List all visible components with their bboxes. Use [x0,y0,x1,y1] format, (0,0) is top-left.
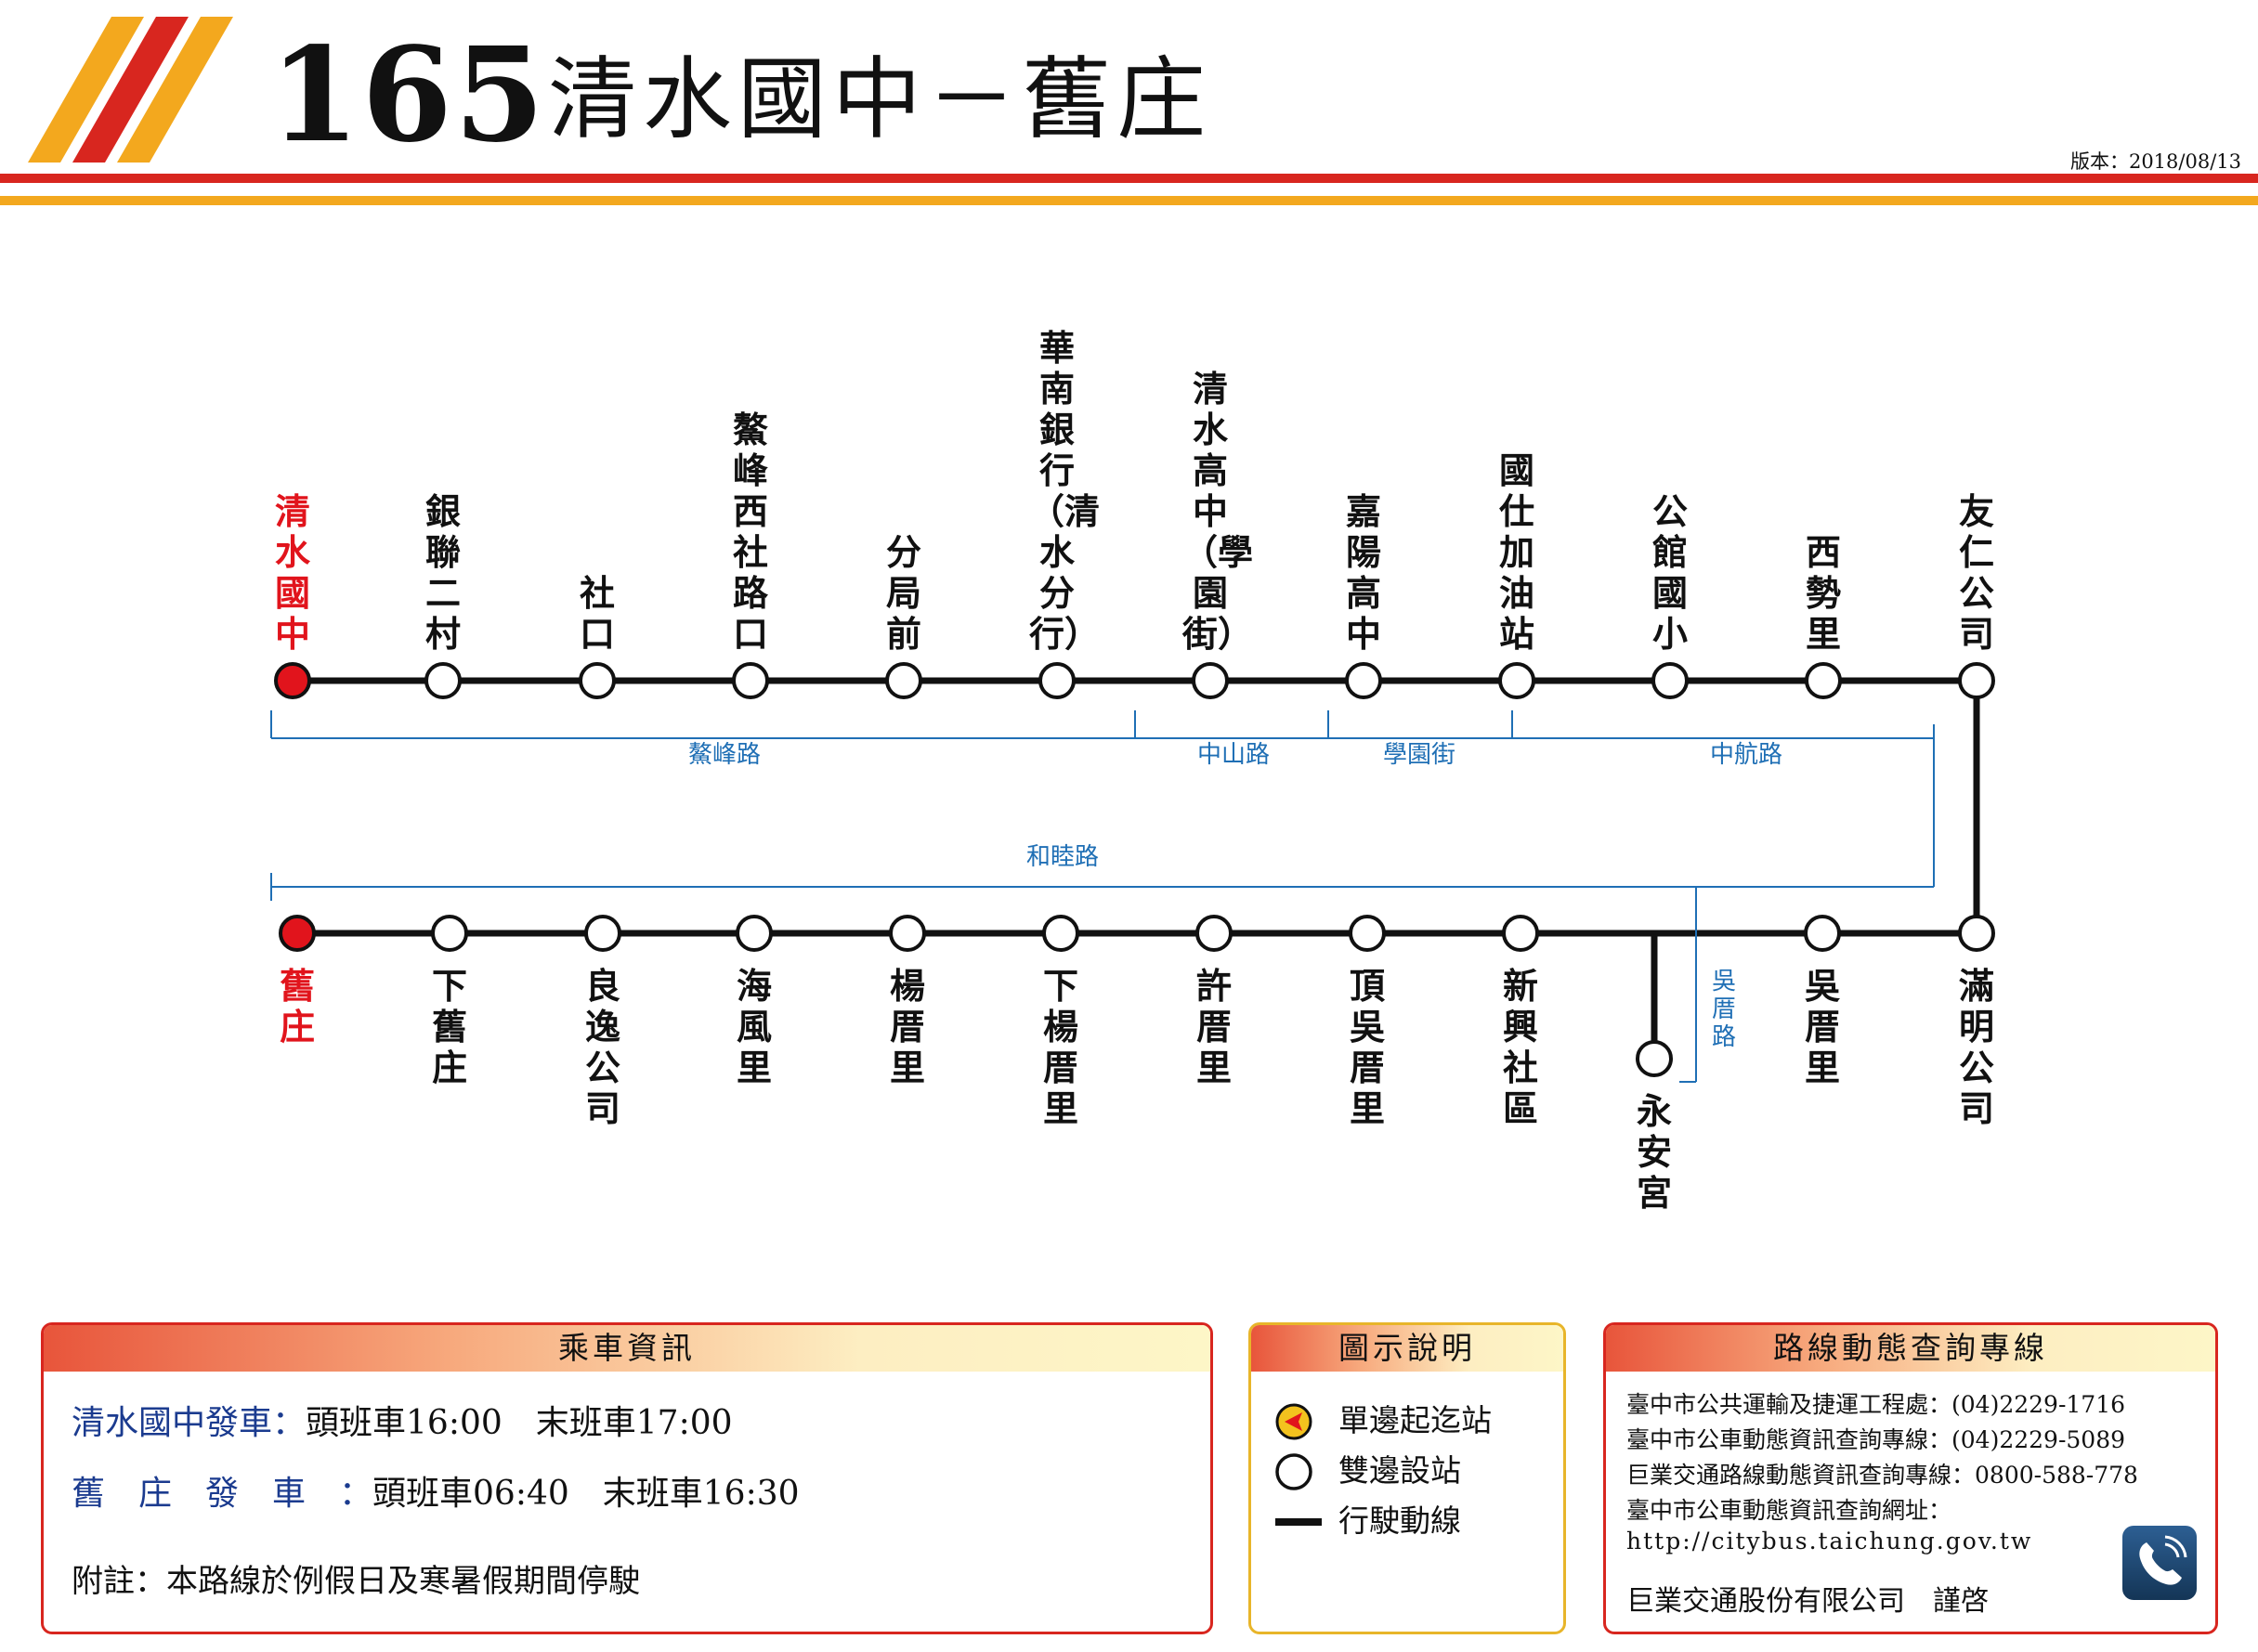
stop-marker [736,915,773,952]
stop-label-return: 滿明公司 [1958,966,1994,1129]
stop-marker [885,662,922,699]
return-departure-label: 舊 庄 發 車 ： [72,1475,373,1513]
outbound-departure-label: 清水國中發車： [72,1404,307,1442]
phone-icon[interactable] [2122,1526,2197,1600]
road-name-upper: 中山路 [1196,741,1271,769]
stop-marker [889,915,926,952]
stop-label-outbound: 國仕加油站 [1498,450,1534,655]
ride-info-title: 乘車資訊 [44,1325,1210,1372]
contact-line-4: 臺中市公車動態資訊查詢網址： [1626,1497,1952,1524]
outbound-times: 頭班車16:00 末班車17:00 [306,1404,733,1442]
ride-info-line-1: 清水國中發車：頭班車16:00 末班車17:00 [72,1396,733,1444]
stop-marker [274,662,311,699]
legend-terminal-label: 單邊起迄站 [1338,1402,1492,1438]
legend-panel: 圖示說明 單邊起迄站 雙邊設站 行駛動線 [1248,1322,1566,1634]
stop-label-outbound: 分局前 [885,532,921,655]
stop-marker [424,662,462,699]
stop-marker [1498,662,1535,699]
return-times: 頭班車06:40 末班車16:30 [372,1475,800,1513]
stop-marker [1651,662,1689,699]
stop-label-branch: 永安宮 [1636,1091,1672,1214]
both-side-stop-icon [1275,1453,1312,1490]
stop-label-return: 海風里 [736,966,772,1088]
stop-marker [579,662,616,699]
route-number: 165 [269,20,547,172]
legend-title: 圖示說明 [1251,1325,1563,1372]
contact-line-3: 巨業交通路線動態資訊查詢專線：0800-588-778 [1626,1462,2138,1489]
stop-label-return: 許厝里 [1195,966,1232,1088]
stop-label-return: 下舊庄 [431,966,467,1088]
road-name-middle: 和睦路 [1025,843,1100,871]
stop-marker [1805,662,1842,699]
route-name: 清水國中－舊庄 [548,47,1211,151]
contact-line-2: 臺中市公車動態資訊查詢專線：(04)2229-5089 [1626,1426,2126,1453]
stop-marker [584,915,621,952]
route-line-icon [1275,1518,1322,1526]
single-side-terminal-icon [1275,1403,1312,1440]
route-map [270,662,1995,1083]
stop-label-outbound: 嘉陽高中 [1345,491,1381,655]
road-name-upper: 鰲峰路 [687,741,762,769]
stop-label-outbound: 華南銀行（清水分行） [1029,328,1101,655]
stop-marker [1038,662,1076,699]
stop-label-outbound: 公館國小 [1651,491,1688,655]
road-name-upper: 中航路 [1709,741,1783,769]
stop-marker [431,915,468,952]
ride-info-line-2: 舊 庄 發 車 ：頭班車06:40 末班車16:30 [72,1466,800,1515]
stop-label-outbound: 社口 [579,573,615,655]
header-rule-orange [0,196,2258,205]
version-label: 版本：2018/08/13 [2069,150,2241,173]
legend-line-label: 行駛動線 [1338,1502,1461,1539]
contact-url-link[interactable]: http://citybus.taichung.gov.tw [1626,1528,2033,1554]
stop-marker [1958,915,1995,952]
stop-marker [1958,662,1995,699]
company-signature: 巨業交通股份有限公司 謹啓 [1626,1585,1989,1618]
stop-label-return: 吳厝里 [1804,966,1840,1088]
stop-marker [1192,662,1229,699]
road-name-branch: 吳厝路 [1711,968,1736,1051]
ride-info-panel: 乘車資訊 清水國中發車：頭班車16:00 末班車17:00 舊 庄 發 車 ：頭… [41,1322,1213,1634]
road-name-upper: 學園街 [1382,741,1456,769]
contact-title: 路線動態查詢專線 [1606,1325,2215,1372]
stop-label-return: 新興社區 [1502,966,1538,1129]
stop-label-return: 頂吳厝里 [1349,966,1385,1129]
stop-marker [1349,915,1386,952]
stop-marker [1345,662,1382,699]
stop-label-outbound: 西勢里 [1805,532,1841,655]
ride-info-note: 附註：本路線於例假日及寒暑假期間停駛 [72,1563,640,1600]
contact-line-1: 臺中市公共運輸及捷運工程處：(04)2229-1716 [1626,1391,2126,1418]
stop-marker [1502,915,1539,952]
header-rule-red [0,174,2258,183]
stop-marker [1804,915,1841,952]
contact-panel: 路線動態查詢專線 臺中市公共運輸及捷運工程處：(04)2229-1716 臺中市… [1603,1322,2218,1634]
stop-label-return: 舊庄 [279,966,315,1047]
stop-label-outbound: 銀聯二村 [424,491,461,655]
stop-label-return: 良逸公司 [584,966,620,1129]
stop-label-outbound: 清水高中（學園街） [1182,369,1254,655]
stop-label-outbound: 友仁公司 [1958,491,1994,655]
header-logo-stripes [28,17,233,163]
stop-label-return: 楊厝里 [889,966,925,1088]
stop-label-outbound: 清水國中 [274,491,310,655]
stop-label-return: 下楊厝里 [1042,966,1078,1129]
stop-marker [732,662,769,699]
stop-marker-branch [1636,1040,1673,1077]
stop-label-outbound: 鰲峰西社路口 [732,410,768,655]
stop-marker [279,915,316,952]
stop-marker [1042,915,1079,952]
stop-marker [1195,915,1233,952]
legend-stop-label: 雙邊設站 [1338,1452,1461,1489]
